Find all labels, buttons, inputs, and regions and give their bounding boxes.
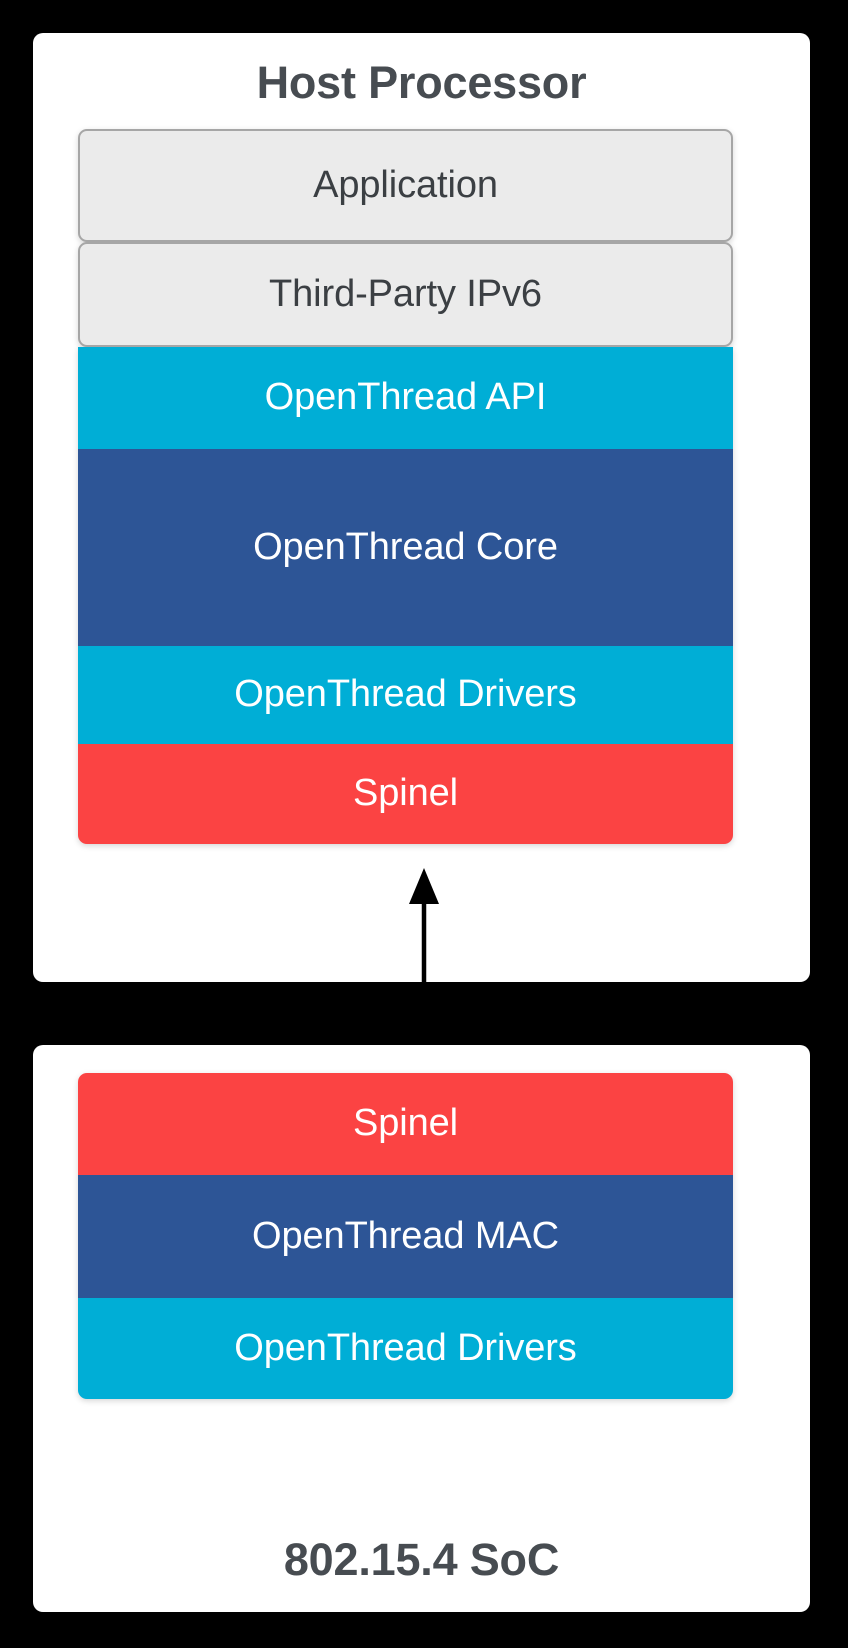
- layer-spinel-soc: Spinel: [78, 1073, 733, 1175]
- host-processor-layer-stack: Application Third-Party IPv6 OpenThread …: [78, 129, 733, 844]
- layer-openthread-core: OpenThread Core: [78, 449, 733, 646]
- layer-openthread-api: OpenThread API: [78, 347, 733, 449]
- host-processor-panel-title: Host Processor: [256, 57, 587, 108]
- layer-spinel-soc-label: Spinel: [352, 1102, 459, 1145]
- host-processor-panel: Host Processor Application Third-Party I…: [33, 33, 810, 982]
- layer-openthread-api-label: OpenThread API: [264, 376, 547, 419]
- layer-openthread-mac-label: OpenThread MAC: [252, 1214, 559, 1257]
- soc-panel: Spinel OpenThread MAC OpenThread Drivers…: [33, 1045, 810, 1612]
- layer-third-party-ipv6: Third-Party IPv6: [78, 242, 733, 347]
- layer-spinel-host-label: Spinel: [352, 772, 459, 815]
- layer-openthread-drivers-host: OpenThread Drivers: [78, 646, 733, 744]
- layer-openthread-drivers-soc-label: OpenThread Drivers: [234, 1326, 577, 1369]
- layer-application-label: Application: [313, 163, 498, 206]
- layer-openthread-drivers-host-label: OpenThread Drivers: [234, 673, 577, 716]
- layer-openthread-core-label: OpenThread Core: [253, 525, 558, 568]
- layer-third-party-ipv6-label: Third-Party IPv6: [269, 272, 542, 315]
- soc-panel-title: 802.15.4 SoC: [283, 1534, 560, 1585]
- layer-openthread-drivers-soc: OpenThread Drivers: [78, 1298, 733, 1399]
- soc-layer-stack: Spinel OpenThread MAC OpenThread Drivers: [78, 1073, 733, 1399]
- layer-spinel-host: Spinel: [78, 744, 733, 844]
- layer-application: Application: [78, 129, 733, 242]
- layer-openthread-mac: OpenThread MAC: [78, 1175, 733, 1298]
